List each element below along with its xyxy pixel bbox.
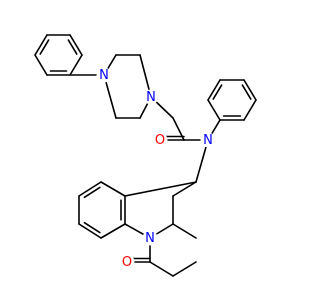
atom-background-n_quinoline — [142, 230, 158, 246]
bond-c2-me — [172, 223, 197, 239]
atom-background-o_amide — [152, 132, 168, 148]
bond-d1-d2-inner — [83, 186, 101, 199]
bond-a6-a1 — [34, 34, 48, 56]
bond-c4a-c4 — [124, 181, 197, 197]
bond-c4a-d1 — [100, 181, 126, 197]
bond-b5-b6 — [207, 79, 221, 101]
bond-a2-a3-inner — [67, 39, 78, 55]
bond-a6-a1-inner — [39, 39, 50, 55]
atom-background-n_pip_bottom — [143, 89, 159, 105]
atom-background-n_amide — [200, 132, 216, 148]
atom-label-n_amide: N — [203, 133, 213, 148]
bond-c4-c3 — [172, 181, 197, 197]
atom-label-o_propanoyl: O — [122, 255, 132, 270]
bond-b6-b1 — [207, 99, 221, 121]
atom-label-n_quinoline: N — [145, 231, 155, 246]
bond-cp-ce — [149, 261, 174, 277]
atom-background-o_propanoyl — [119, 254, 135, 270]
bond-ce-cm — [172, 261, 197, 277]
atom-label-o_amide: O — [155, 133, 165, 148]
bond-a2-a3 — [69, 34, 83, 56]
atom-label-n_pip_bottom: N — [146, 90, 156, 105]
bond-b2-b3 — [243, 99, 257, 121]
bond-d3-d4 — [78, 223, 102, 239]
bond-b3-b4 — [243, 79, 257, 101]
bond-b3-b4-inner — [241, 84, 252, 100]
bond-a3-a4 — [69, 54, 83, 76]
atom-label-n_pip_top: N — [99, 68, 109, 83]
bond-b5-b6-inner — [212, 84, 223, 100]
bond-d3-d4-inner — [83, 221, 101, 234]
bond-d4-c8a — [100, 223, 126, 239]
bond-a5-a6 — [34, 54, 48, 76]
bond-d1-d2 — [78, 181, 102, 197]
atom-background-n_pip_top — [96, 67, 112, 83]
